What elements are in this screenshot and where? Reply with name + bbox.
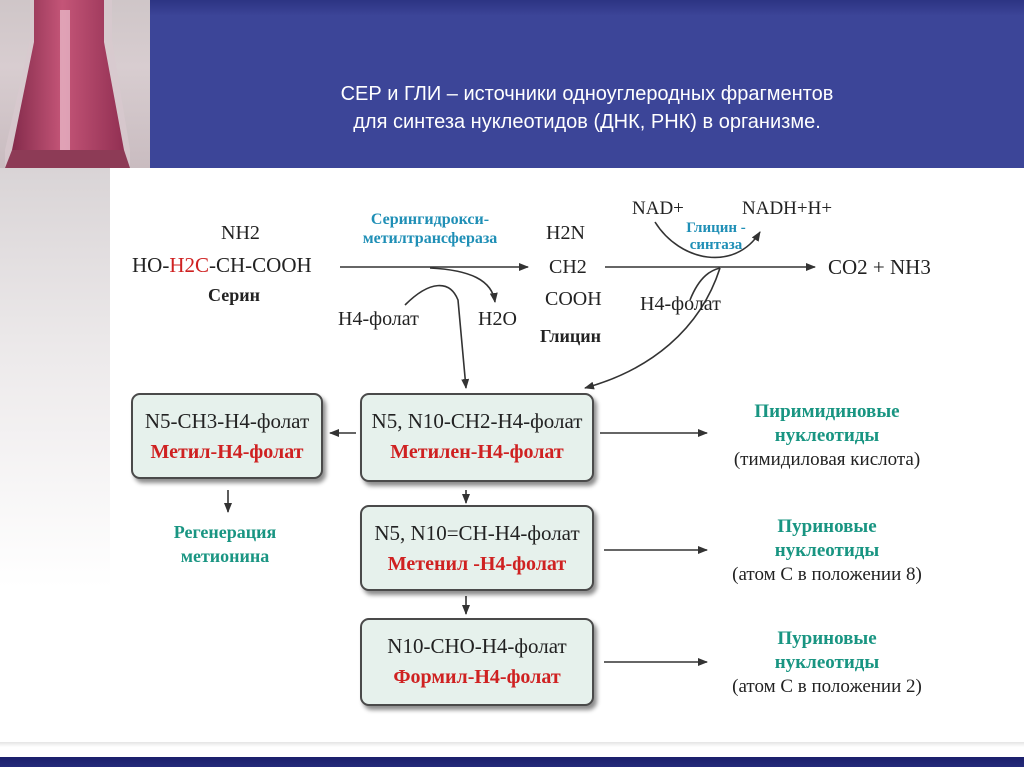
arrow-water xyxy=(429,267,498,303)
h4-folate-serine: H4-фолат xyxy=(338,308,419,330)
methenyl-h4-folate-box: N5, N10=CH-H4-фолат Метенил -H4-фолат xyxy=(360,505,594,591)
regeneration-line1: Регенерация xyxy=(173,522,277,542)
pyrimidine-line1: Пиримидиновые xyxy=(754,401,900,422)
arrow-glycine-methylene xyxy=(584,267,721,390)
glycine-ch2: CH2 xyxy=(549,256,587,278)
serine-nh2: NH2 xyxy=(221,222,260,245)
methyl-name: Метил-H4-фолат xyxy=(150,441,304,463)
purine1-line2: нуклеотиды xyxy=(774,540,880,561)
formyl-h4-folate-box: N10-CHO-H4-фолат Формил-H4-фолат xyxy=(360,618,594,706)
formyl-formula: N10-CHO-H4-фолат xyxy=(387,634,567,658)
methyl-formula: N5-CH3-H4-фолат xyxy=(144,409,310,433)
purine2-line2: нуклеотиды xyxy=(774,652,880,673)
enzyme-glycine-synthase: Глицин - синтаза xyxy=(676,220,756,254)
enzyme2-line1: Глицин - xyxy=(686,220,746,236)
purine1-line1: Пуриновые xyxy=(777,516,877,537)
purine1-line3: (атом С в положении 8) xyxy=(732,564,922,585)
purine-nucleotides-c8: Пуриновые нуклеотиды (атом С в положении… xyxy=(712,515,942,587)
arrow-folate-to-methylene xyxy=(404,284,470,389)
enzyme1-line1: Серингидрокси- xyxy=(370,211,490,228)
pyrimidine-line2: нуклеотиды xyxy=(774,425,880,446)
glycine-label: Глицин xyxy=(540,326,602,346)
purine-nucleotides-c2: Пуриновые нуклеотиды (атом С в положении… xyxy=(712,627,942,699)
glycine-cooh: COOH xyxy=(545,288,602,310)
header-band xyxy=(150,0,1024,168)
methenyl-formula: N5, N10=CH-H4-фолат xyxy=(374,521,580,545)
methyl-h4-folate-box: N5-CH3-H4-фолат Метил-H4-фолат xyxy=(131,393,323,479)
slide-title: СЕР и ГЛИ – источники одноуглеродных фра… xyxy=(150,80,1024,136)
title-line-2: для синтеза нуклеотидов (ДНК, РНК) в орг… xyxy=(353,111,821,133)
enzyme2-line2: синтаза xyxy=(689,237,743,253)
serine-formula-red: H2C xyxy=(169,253,210,277)
purine2-line1: Пуриновые xyxy=(777,628,877,649)
pyrimidine-line3: (тимидиловая кислота) xyxy=(733,449,921,470)
methionine-regeneration: Регенерация метионина xyxy=(150,520,300,568)
serine-label: Серин xyxy=(208,285,260,305)
enzyme1-line2: метилтрансфераза xyxy=(362,230,498,247)
serine-nh2-text: NH2 xyxy=(221,222,260,244)
left-fade xyxy=(0,168,110,767)
h4-folate-glycine: H4-фолат xyxy=(640,293,721,315)
methylene-formula: N5, N10-CH2-H4-фолат xyxy=(371,409,583,433)
flask-image xyxy=(0,0,150,168)
methylene-h4-folate-box: N5, N10-CH2-H4-фолат Метилен-H4-фолат xyxy=(360,393,594,482)
serine-formula-pre: HO- xyxy=(132,253,170,277)
nadh: NADH+H+ xyxy=(742,198,833,219)
pyrimidine-nucleotides: Пиримидиновые нуклеотиды (тимидиловая ки… xyxy=(712,400,942,472)
enzyme-serine-hydroxymethyltransferase: Серингидрокси- метилтрансфераза xyxy=(345,210,515,248)
methenyl-name: Метенил -H4-фолат xyxy=(387,553,567,575)
water: H2O xyxy=(478,308,517,330)
methylene-name: Метилен-H4-фолат xyxy=(390,441,564,463)
formyl-name: Формил-H4-фолат xyxy=(393,666,561,688)
serine-formula: HO-H2C-CH-COOH xyxy=(132,253,312,278)
glycine-h2n: H2N xyxy=(546,222,585,244)
serine-formula-post: -CH-COOH xyxy=(209,253,312,277)
regeneration-line2: метионина xyxy=(180,546,270,566)
bottom-bar xyxy=(0,742,1024,767)
purine2-line3: (атом С в положении 2) xyxy=(732,676,922,697)
title-line-1: СЕР и ГЛИ – источники одноуглеродных фра… xyxy=(340,83,834,105)
products-co2-nh3: CO2 + NH3 xyxy=(828,255,931,279)
nad: NAD+ xyxy=(632,198,684,219)
